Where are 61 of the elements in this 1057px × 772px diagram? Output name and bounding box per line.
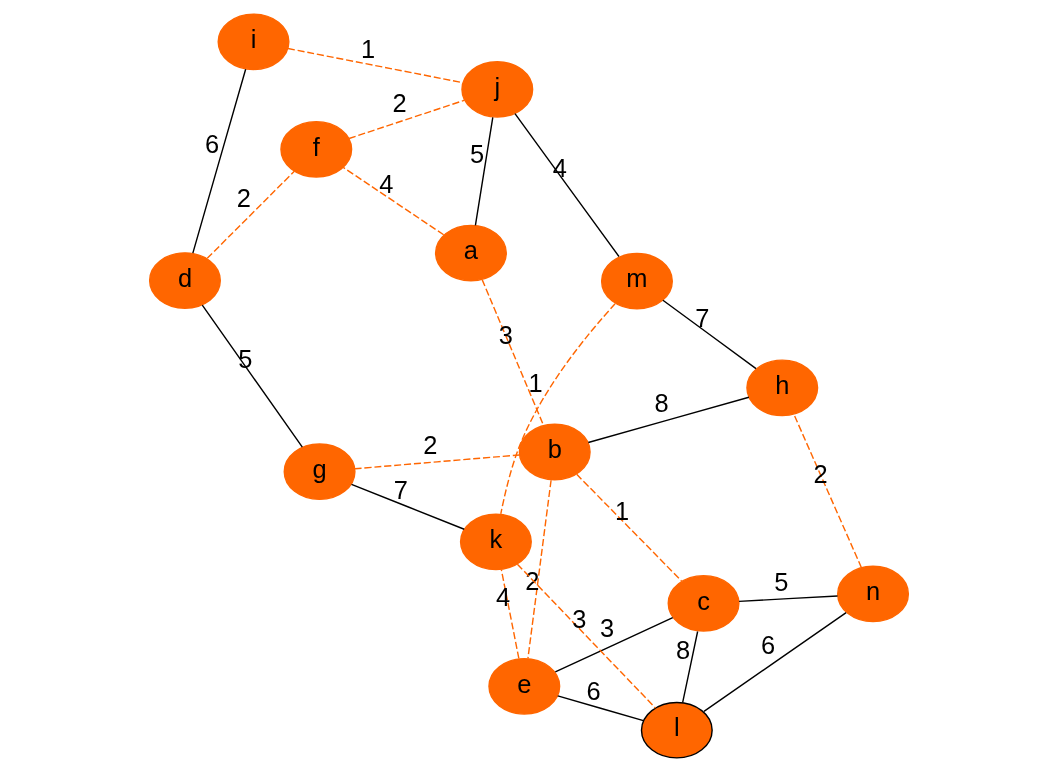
node-ellipse: m [600, 252, 673, 310]
node-ellipse: i [217, 13, 290, 71]
edge-label: 5 [773, 567, 788, 596]
edge-label: 4 [495, 583, 510, 612]
edge-label: 1 [614, 496, 629, 525]
connector [201, 304, 303, 448]
connector [681, 630, 698, 704]
connector [575, 473, 682, 582]
connector [516, 563, 656, 709]
connector [499, 303, 616, 515]
node-ellipse: a [434, 224, 507, 282]
node-ellipse: b [518, 423, 591, 481]
connector [513, 113, 620, 258]
connector [206, 170, 295, 259]
connector [702, 611, 847, 713]
connector [661, 299, 757, 370]
node-ellipse: l [640, 701, 713, 759]
node-ellipse: j [460, 61, 533, 118]
edge-label: 6 [204, 130, 219, 159]
edge-label: 4 [552, 154, 567, 183]
connector [347, 99, 465, 140]
edge-label: 7 [694, 303, 709, 332]
node-ellipse: g [283, 443, 356, 501]
edge-label: 2 [236, 183, 251, 212]
edge-label: 2 [391, 88, 407, 117]
node-ellipse: h [745, 359, 818, 417]
connector [737, 595, 838, 603]
node-ellipse: f [279, 120, 352, 178]
connector [556, 695, 644, 722]
edge-label: 8 [675, 636, 690, 665]
edge-label: 3 [498, 321, 513, 350]
edge-label: 5 [237, 345, 252, 374]
node-ellipse: k [459, 513, 532, 571]
edge-label: 6 [760, 631, 775, 660]
node-ellipse: c [667, 574, 740, 632]
node-ellipse: d [148, 252, 221, 309]
connector [191, 68, 246, 254]
edge-label: 1 [360, 34, 375, 63]
edge-label: 7 [393, 475, 408, 504]
connector [554, 616, 673, 673]
edge-label: 8 [654, 388, 669, 417]
connector [500, 568, 520, 660]
connector [587, 396, 750, 444]
edge-label: 2 [422, 430, 437, 459]
edge-label: 1 [527, 368, 543, 397]
connector [481, 279, 544, 426]
node-ellipse: e [487, 657, 560, 715]
node-ellipse: n [836, 565, 909, 623]
edge-label: 2 [812, 459, 828, 488]
connector [342, 166, 444, 236]
connector [350, 483, 465, 530]
edge-label: 5 [469, 140, 484, 169]
edge-label: 3 [599, 613, 614, 642]
connector [526, 479, 552, 659]
edge-label: 6 [585, 677, 601, 706]
connector [474, 116, 493, 226]
connector [286, 47, 463, 84]
edge-label: 3 [571, 605, 586, 634]
connector [792, 413, 862, 569]
edge-label: 4 [378, 170, 393, 199]
connector [353, 454, 520, 470]
